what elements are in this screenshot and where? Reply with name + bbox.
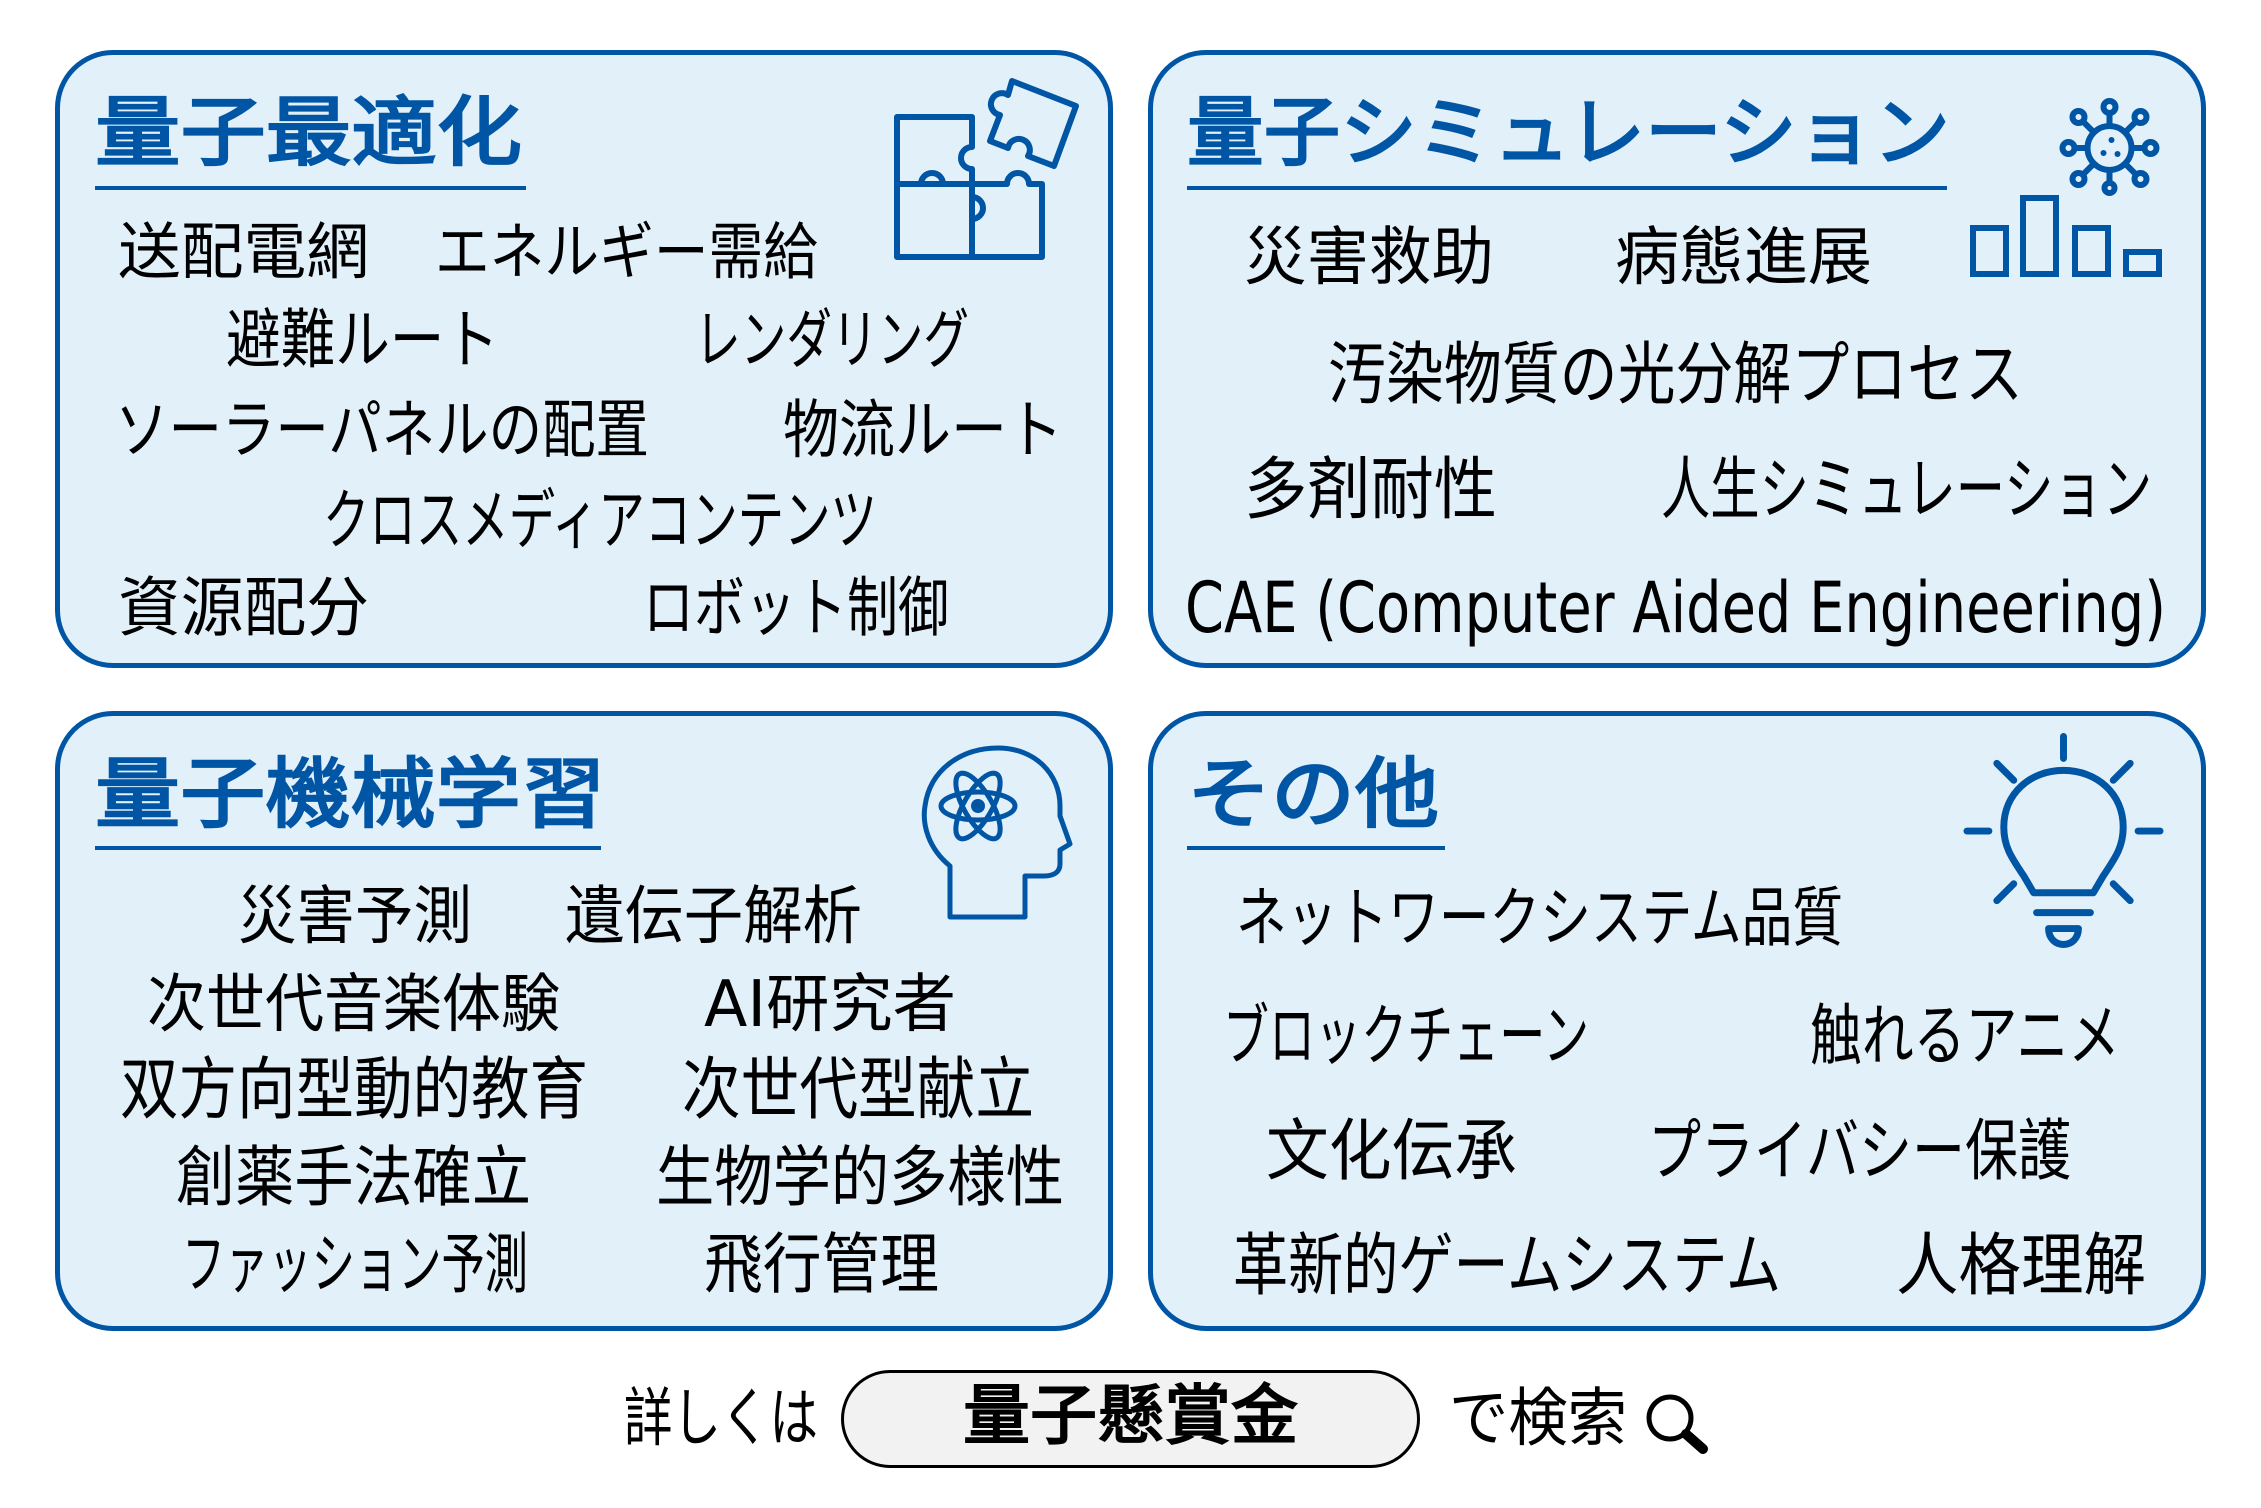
application-item: 革新的ゲームシステム xyxy=(1233,1226,1781,1306)
application-item: 物流ルート xyxy=(783,394,1063,469)
application-item: 次世代音楽体験 xyxy=(147,968,560,1043)
application-item: 生物学的多様性 xyxy=(656,1139,1064,1217)
application-item: クロスメディアコンテンツ xyxy=(323,482,877,560)
panel-optimization xyxy=(55,50,1113,668)
application-item: ブロックチェーン xyxy=(1223,996,1589,1075)
application-item: 送配電網 xyxy=(118,216,369,289)
application-item: レンダリング xyxy=(695,303,969,379)
application-item: 触れるアニメ xyxy=(1810,996,2120,1075)
application-item: プライバシー保護 xyxy=(1648,1111,2071,1190)
application-item: 遺伝子解析 xyxy=(565,880,862,955)
application-item: 人格理解 xyxy=(1896,1226,2146,1306)
application-item: 災害予測 xyxy=(238,880,472,955)
panel-machine-learning xyxy=(55,711,1113,1331)
panel-title-optimization: 量子最適化 xyxy=(95,89,522,178)
application-item: 人生シミュレーション xyxy=(1661,450,2152,530)
footer-prefix-text: 詳しくは xyxy=(624,1382,818,1457)
magnifier-icon xyxy=(1644,1392,1709,1454)
panel-title-machine-learning: 量子機械学習 xyxy=(95,751,606,841)
application-item: 飛行管理 xyxy=(704,1226,939,1304)
application-item: 文化伝承 xyxy=(1266,1111,1517,1190)
panel-simulation xyxy=(1148,50,2206,668)
application-item: ファッション予測 xyxy=(182,1226,528,1304)
application-item: 多剤耐性 xyxy=(1244,450,1497,530)
search-term-text: 量子懸賞金 xyxy=(963,1379,1298,1455)
lightbulb-icon xyxy=(1963,733,2164,949)
application-item: ネットワークシステム品質 xyxy=(1236,881,1843,957)
title-underline xyxy=(1187,846,1445,850)
panel-title-other: その他 xyxy=(1187,751,1439,841)
application-item: 創薬手法確立 xyxy=(176,1139,531,1217)
virus-icon xyxy=(2059,98,2160,196)
puzzle-icon xyxy=(894,78,1079,260)
application-item: 次世代型献立 xyxy=(682,1050,1034,1130)
head-atom-icon xyxy=(920,744,1073,920)
title-underline xyxy=(95,846,601,850)
application-item: 災害救助 xyxy=(1244,221,1494,296)
application-item: 病態進展 xyxy=(1615,221,1872,296)
application-item: 汚染物質の光分解プロセス xyxy=(1328,335,2023,415)
application-item: エネルギー需給 xyxy=(435,216,818,289)
title-underline xyxy=(95,186,526,190)
application-item: AI研究者 xyxy=(704,968,956,1043)
bar-chart-icon xyxy=(1970,195,2163,277)
application-item: 避難ルート xyxy=(226,303,499,379)
application-item: ロボット制御 xyxy=(643,571,949,647)
panel-other xyxy=(1148,711,2206,1331)
search-term-box[interactable] xyxy=(841,1370,1420,1468)
panel-title-simulation: 量子シミュレーション xyxy=(1187,89,1950,178)
title-underline xyxy=(1187,186,1947,190)
footer-suffix-text: で検索 xyxy=(1449,1382,1627,1457)
application-item: CAE (Computer Aided Engineering) xyxy=(1185,566,2166,649)
application-item: 資源配分 xyxy=(118,571,369,647)
application-item: 双方向型動的教育 xyxy=(120,1050,588,1130)
application-item: ソーラーパネルの配置 xyxy=(115,394,649,469)
